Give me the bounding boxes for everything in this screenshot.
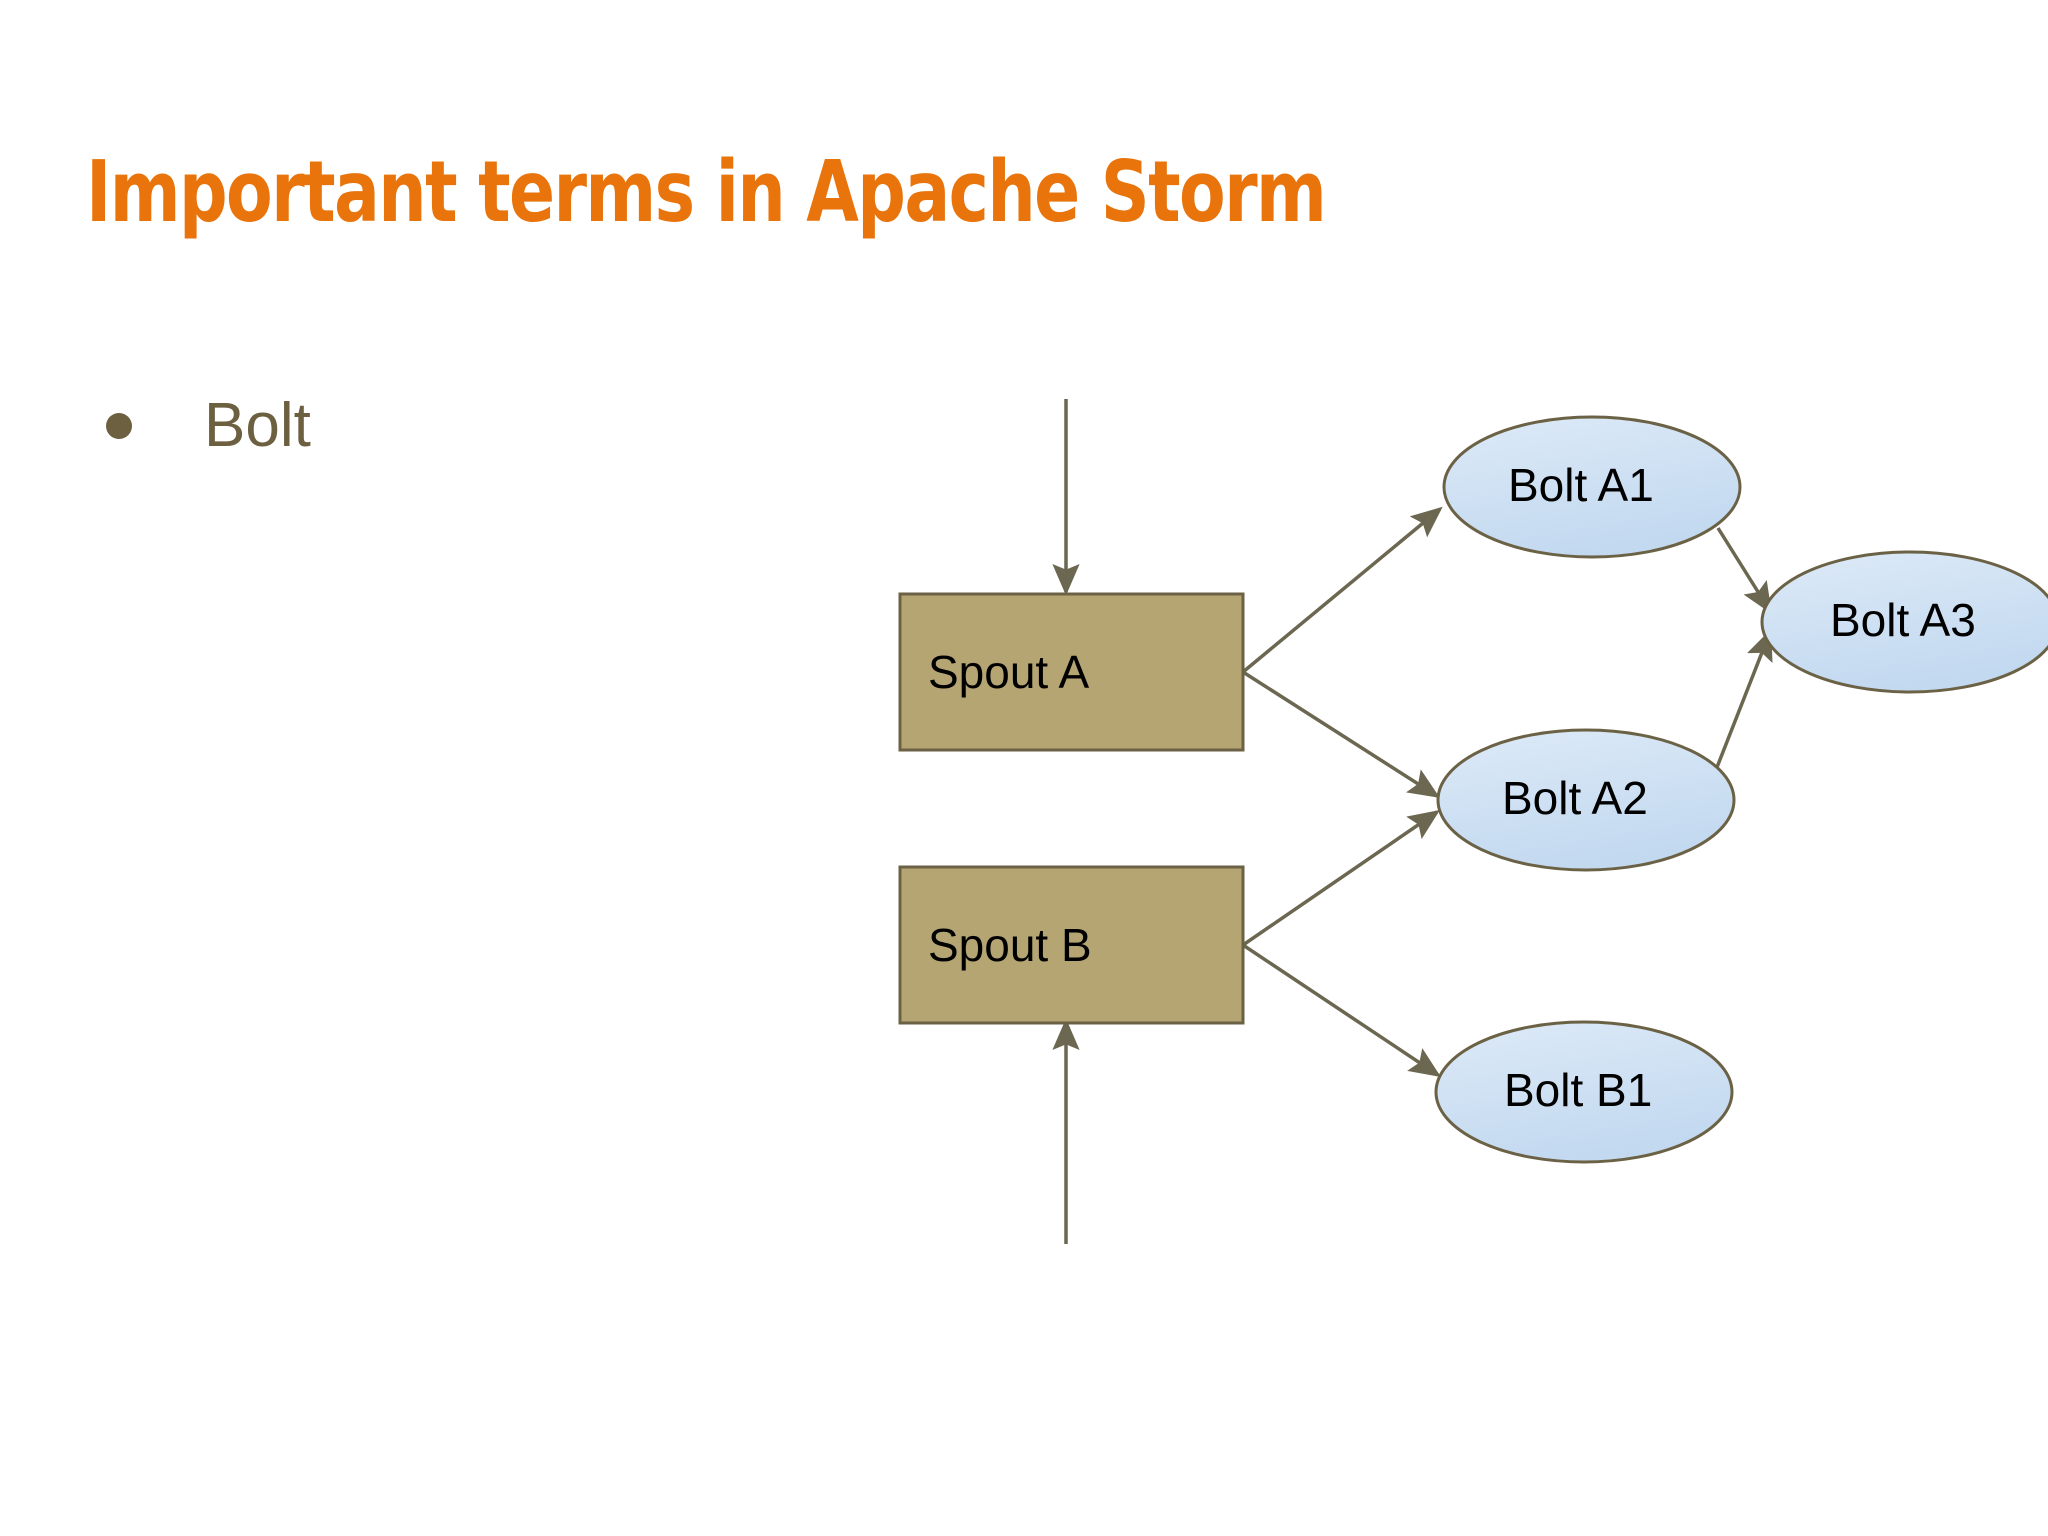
spout-b-shape [898, 865, 1245, 1025]
spout-a-shape [898, 592, 1245, 752]
list-item: Bolt [96, 391, 856, 460]
edge-bolt-a1-to-bolt-a3 [1716, 527, 1772, 614]
bolt-a2-shape [1436, 728, 1736, 872]
edge-spout-b-to-bolt-b1 [1242, 943, 1441, 1077]
node-spout-a[interactable]: Spout A [898, 592, 1245, 752]
spout-b-label: Spout B [928, 919, 1092, 971]
edge-bolt-a2-to-bolt-a3 [1710, 628, 1773, 781]
bolt-a1-label: Bolt A1 [1508, 459, 1654, 511]
bolt-a3-label: Bolt A3 [1830, 594, 1976, 646]
page-title: Important terms in Apache Storm [86, 143, 1327, 242]
bolt-a3-shape [1760, 550, 2048, 694]
bolt-a1-shape [1442, 415, 1742, 559]
bolt-a2-label: Bolt A2 [1502, 772, 1648, 824]
bolt-b1-label: Bolt B1 [1504, 1064, 1652, 1116]
edge-spout-a-to-bolt-a2 [1242, 670, 1440, 798]
node-bolt-a2[interactable]: Bolt A2 [1436, 728, 1736, 872]
bullet-item-label: Bolt [204, 391, 311, 460]
bullet-dot-icon [106, 413, 132, 440]
spout-a-label: Spout A [928, 646, 1089, 698]
node-bolt-b1[interactable]: Bolt B1 [1434, 1020, 1734, 1164]
node-spout-b[interactable]: Spout B [898, 865, 1245, 1025]
node-bolt-a1[interactable]: Bolt A1 [1442, 415, 1742, 559]
bullet-list: Bolt [96, 391, 856, 486]
node-bolt-a3[interactable]: Bolt A3 [1760, 550, 2048, 694]
edge-spout-b-to-bolt-a2 [1242, 810, 1440, 947]
edge-spout-a-to-bolt-a1 [1241, 506, 1443, 674]
bolt-b1-shape [1434, 1020, 1734, 1164]
